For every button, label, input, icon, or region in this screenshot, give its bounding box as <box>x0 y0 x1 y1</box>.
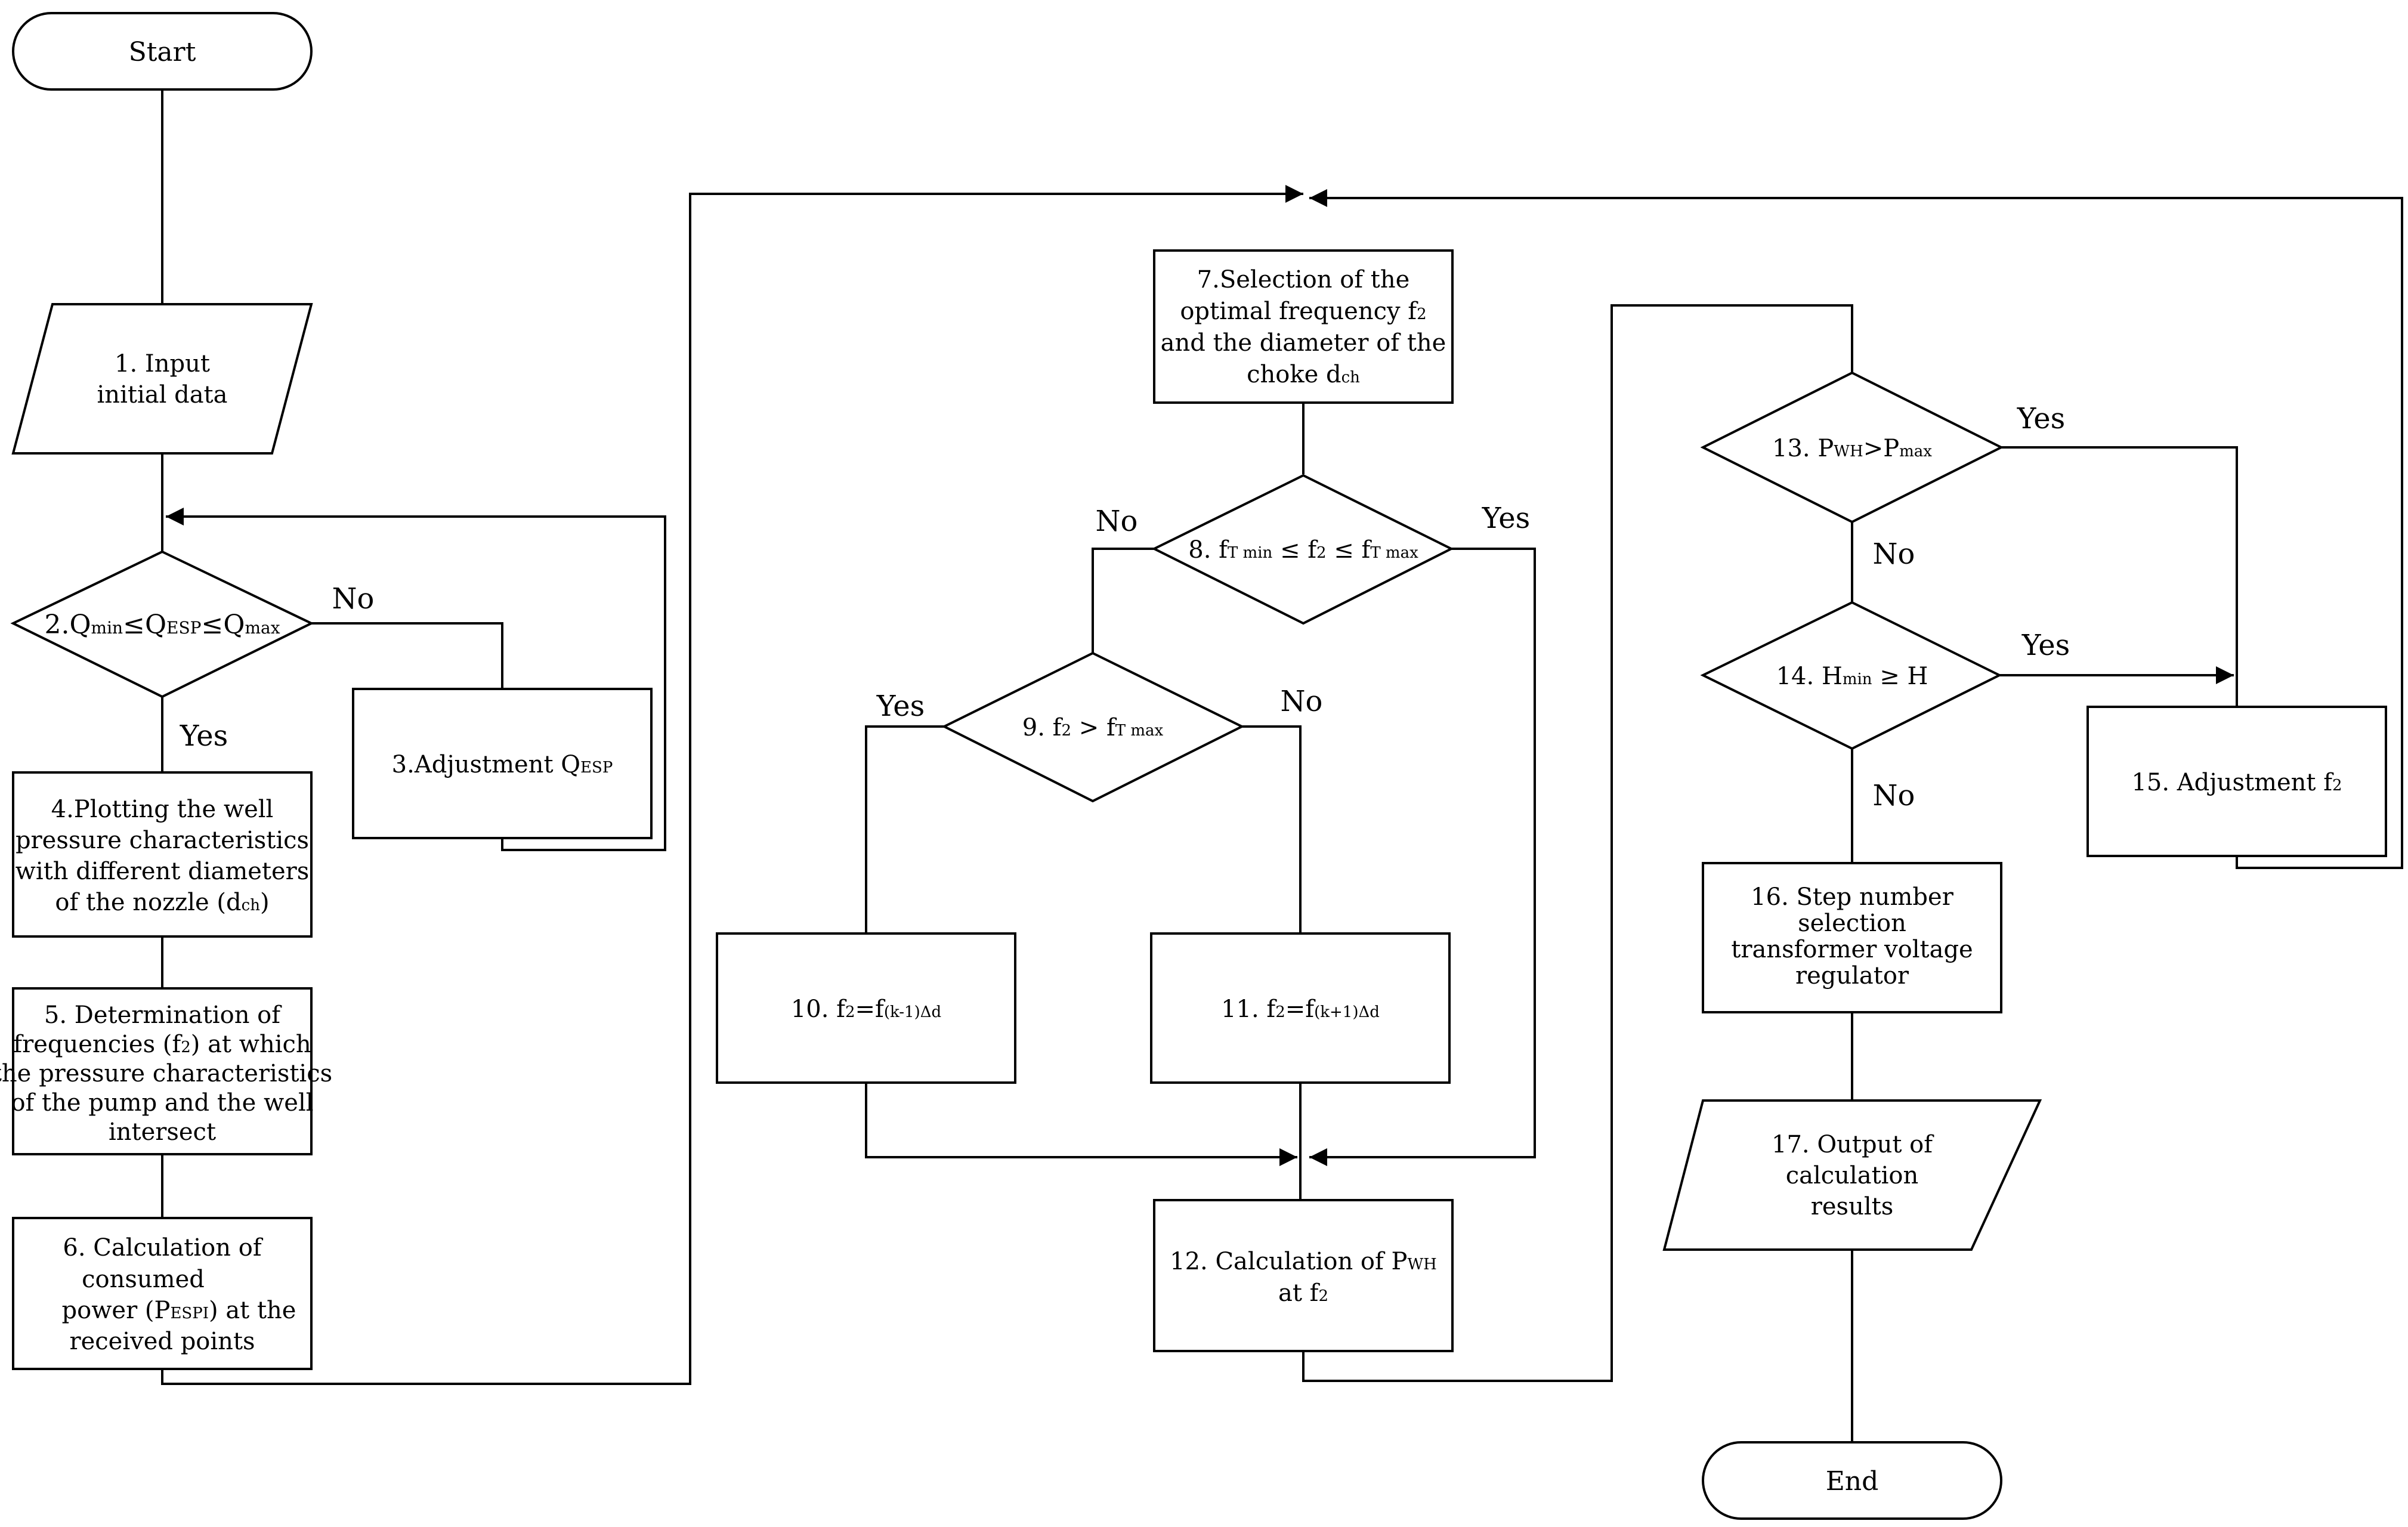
svg-text:9. f2 > fT max: 9. f2 > fT max <box>1022 714 1164 741</box>
connectors <box>161 89 2403 1442</box>
edge-n3-return <box>166 508 666 851</box>
label-yes-n8: Yes <box>1482 502 1531 535</box>
label-no-n14: No <box>1873 779 1915 812</box>
svg-text:regulator: regulator <box>1795 962 1909 990</box>
edge-n13-n15-yes <box>2001 446 2238 707</box>
svg-text:15. Adjustment f2: 15. Adjustment f2 <box>2131 769 2342 796</box>
svg-text:Start: Start <box>129 37 196 67</box>
edge-labels: No Yes No Yes Yes No Yes No Yes No <box>180 402 2070 812</box>
svg-text:3.Adjustment QESP: 3.Adjustment QESP <box>392 751 613 778</box>
svg-text:selection: selection <box>1798 910 1906 937</box>
adjustment-q-node: 3.Adjustment QESP <box>352 688 653 839</box>
determination-node: 5. Determination of frequencies (f2) at … <box>0 987 332 1155</box>
edge-n6-n7 <box>161 185 1303 1385</box>
step-selection-node: 16. Step number selection transformer vo… <box>1702 862 2002 1013</box>
decision-frequency-range: 8. fT min ≤ f2 ≤ fT max <box>1151 474 1454 625</box>
svg-text:power (PESPI) at the: power (PESPI) at the <box>62 1297 296 1324</box>
svg-text:13. PWH>Pmax: 13. PWH>Pmax <box>1772 435 1932 462</box>
plotting-node: 4.Plotting the well pressure characteris… <box>12 771 313 938</box>
svg-text:10. f2=f(k-1)Δd: 10. f2=f(k-1)Δd <box>791 996 941 1023</box>
svg-text:received points: received points <box>69 1328 255 1355</box>
output-results-node: 17. Output of calculation results <box>1662 1099 2042 1251</box>
label-no-n13: No <box>1873 537 1915 571</box>
svg-text:at f2: at f2 <box>1278 1279 1328 1307</box>
svg-text:of the nozzle (dch): of the nozzle (dch) <box>55 889 269 916</box>
input-data-node: 1. Input initial data <box>11 303 313 455</box>
edge-n9-n11-no <box>1242 725 1302 933</box>
decrement-frequency-node: 10. f2=f(k-1)Δd <box>716 932 1016 1084</box>
svg-text:optimal frequency f2: optimal frequency f2 <box>1180 298 1426 325</box>
start-terminal: Start <box>12 12 313 91</box>
svg-text:choke dch: choke dch <box>1247 361 1360 388</box>
label-yes-n13: Yes <box>2017 402 2066 435</box>
svg-text:intersect: intersect <box>109 1118 216 1146</box>
svg-text:results: results <box>1811 1193 1893 1220</box>
edge-n12-n13 <box>1302 304 1853 1382</box>
label-no-n9: No <box>1281 685 1323 718</box>
svg-text:frequencies (f2) at which: frequencies (f2) at which <box>13 1031 311 1058</box>
selection-frequency-node: 7.Selection of the optimal frequency f2 … <box>1153 249 1454 404</box>
svg-text:2.Qmin≤QESP≤Qmax: 2.Qmin≤QESP≤Qmax <box>44 610 280 640</box>
calculation-power-node: 6. Calculation of consumed power (PESPI)… <box>12 1217 313 1370</box>
label-no-n8: No <box>1096 505 1138 538</box>
edge-n8-n9-no <box>1092 548 1154 653</box>
label-yes-n2: Yes <box>180 719 228 753</box>
svg-text:End: End <box>1826 1466 1879 1497</box>
svg-text:4.Plotting the well: 4.Plotting the well <box>51 796 274 823</box>
decision-q-range: 2.Qmin≤QESP≤Qmax <box>10 550 314 698</box>
decision-f2-greater: 9. f2 > fT max <box>941 651 1245 803</box>
end-terminal: End <box>1702 1441 2002 1520</box>
label-yes-n14: Yes <box>2021 629 2070 662</box>
svg-text:pressure characteristics: pressure characteristics <box>16 827 309 854</box>
svg-text:the pressure characteristics: the pressure characteristics <box>0 1060 332 1087</box>
svg-text:8. fT min ≤ f2 ≤ fT max: 8. fT min ≤ f2 ≤ fT max <box>1188 536 1418 564</box>
svg-text:17. Output of: 17. Output of <box>1772 1131 1934 1158</box>
label-yes-n9: Yes <box>876 690 925 723</box>
svg-text:transformer voltage: transformer voltage <box>1731 936 1973 963</box>
increment-frequency-node: 11. f2=f(k+1)Δd <box>1150 932 1451 1084</box>
svg-text:14. Hmin ≥ H: 14. Hmin ≥ H <box>1776 663 1928 690</box>
svg-text:12. Calculation of PWH: 12. Calculation of PWH <box>1170 1248 1437 1275</box>
svg-text:6. Calculation of: 6. Calculation of <box>63 1234 263 1262</box>
decision-pwh-max: 13. PWH>Pmax <box>1700 371 2004 524</box>
svg-text:initial data: initial data <box>97 381 228 409</box>
svg-text:and the diameter of the: and the diameter of the <box>1161 329 1446 357</box>
decision-hmin: 14. Hmin ≥ H <box>1700 601 2002 750</box>
svg-text:5. Determination of: 5. Determination of <box>44 1001 282 1029</box>
edge-n2-n3-no <box>311 622 503 689</box>
svg-text:with different diameters: with different diameters <box>16 858 310 885</box>
edge-n8-n12-yes <box>1309 548 1536 1166</box>
svg-text:11. f2=f(k+1)Δd: 11. f2=f(k+1)Δd <box>1221 996 1380 1023</box>
calculation-pwh-node: 12. Calculation of PWH at f2 <box>1153 1199 1454 1352</box>
svg-text:7.Selection of the: 7.Selection of the <box>1197 266 1410 293</box>
edge-n10-merge <box>865 1083 1297 1166</box>
adjustment-f2-node: 15. Adjustment f2 <box>2086 706 2387 857</box>
svg-text:calculation: calculation <box>1786 1162 1919 1189</box>
edge-n15-n7-loop <box>1309 189 2403 869</box>
svg-text:of the pump and the well: of the pump and the well <box>11 1089 313 1117</box>
edge-n9-n10-yes <box>865 725 944 933</box>
svg-text:16. Step number: 16. Step number <box>1751 883 1954 911</box>
svg-text:1. Input: 1. Input <box>115 350 210 378</box>
svg-text:consumed: consumed <box>82 1266 205 1293</box>
label-no-n2: No <box>332 582 375 616</box>
